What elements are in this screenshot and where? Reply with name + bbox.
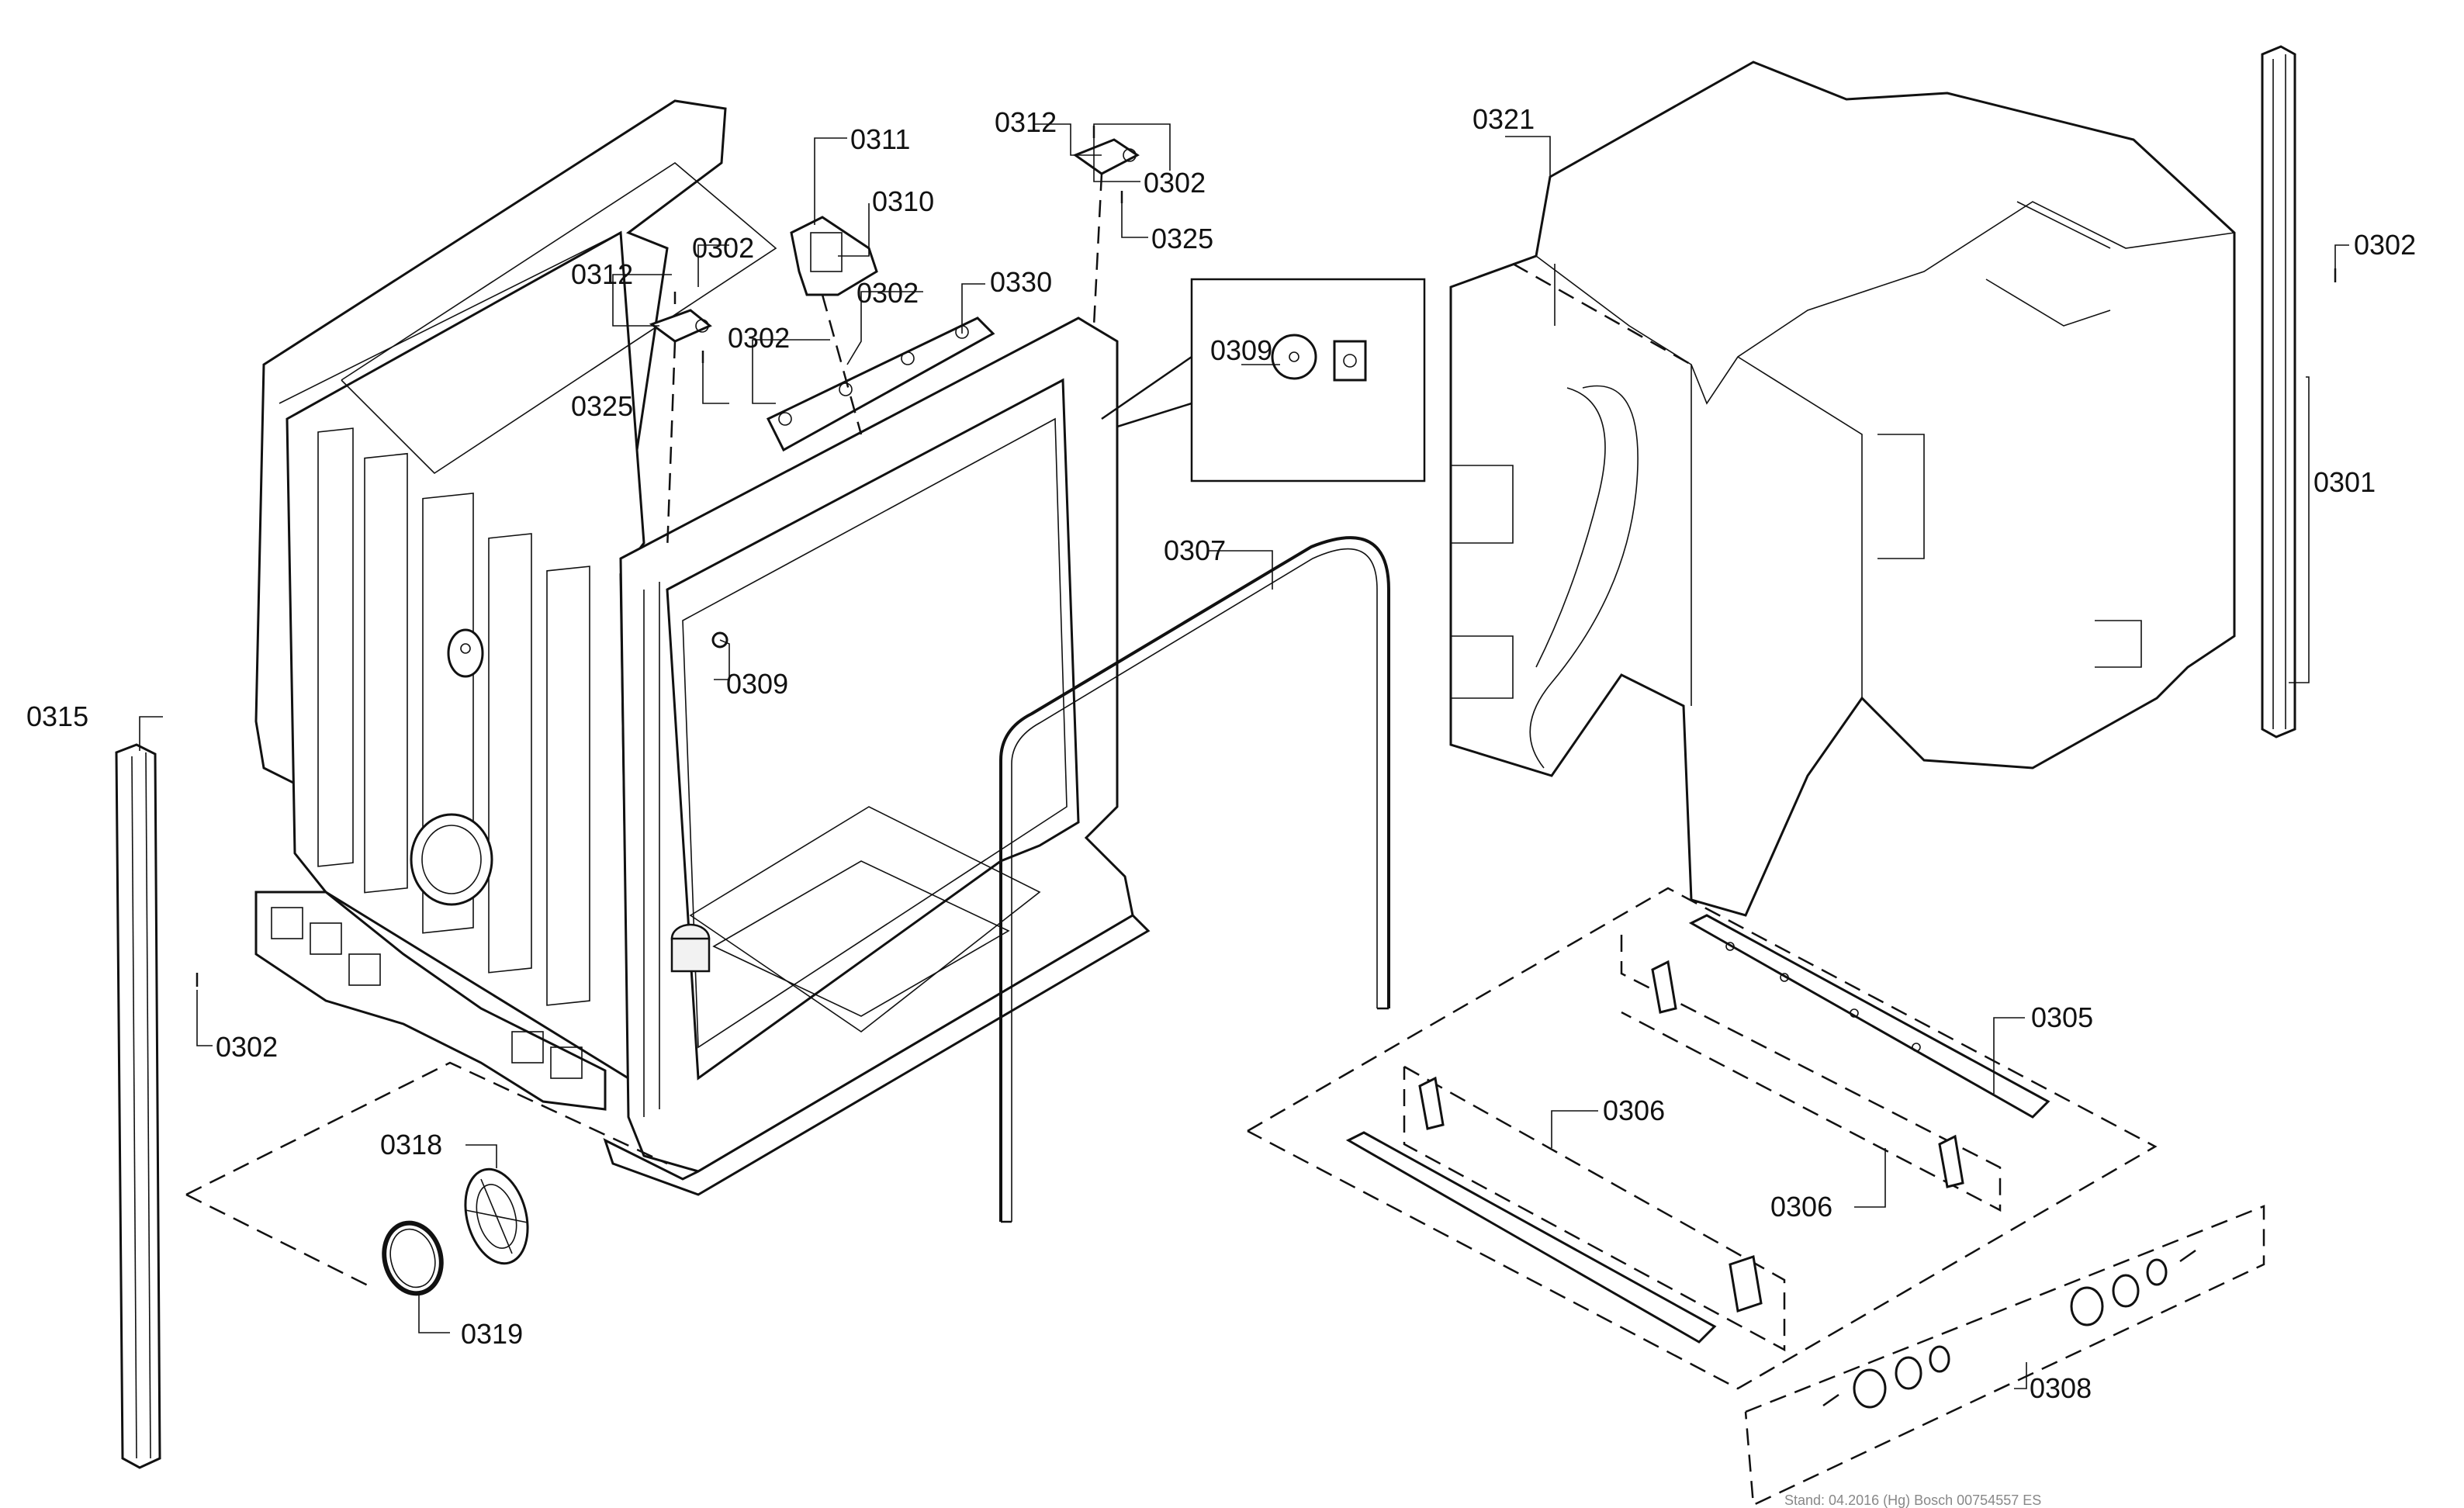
label-0330: 0330 xyxy=(990,266,1052,298)
label-0306-b: 0306 xyxy=(1770,1191,1832,1223)
label-0318: 0318 xyxy=(380,1129,442,1160)
side-trim-left-0315 xyxy=(115,743,161,1469)
detail-box-0309 xyxy=(1101,278,1426,482)
label-0319: 0319 xyxy=(461,1318,523,1350)
label-0302-hinge-r: 0302 xyxy=(1144,167,1206,199)
label-0309-detail: 0309 xyxy=(1210,334,1272,366)
tub-assembly xyxy=(254,99,1151,1196)
label-0302-strip-b: 0302 xyxy=(857,277,919,309)
label-0310: 0310 xyxy=(872,185,934,217)
door-lock-0310 xyxy=(790,186,878,435)
label-0302-strip-a: 0302 xyxy=(728,322,790,354)
seal-ring-0319 xyxy=(382,1220,444,1296)
mounting-kit xyxy=(1247,887,2265,1506)
hinge-bracket-right xyxy=(1072,138,1140,327)
top-mounting-strip xyxy=(766,316,995,452)
footer-note: Stand: 04.2016 (Hg) Bosch 00754557 ES xyxy=(1784,1492,2041,1508)
label-0307: 0307 xyxy=(1164,534,1226,566)
hinge-bracket-left xyxy=(649,309,712,552)
callout-labels: 0311 0310 0302 0312 0325 0302 0302 0330 … xyxy=(26,103,2416,1404)
label-0321: 0321 xyxy=(1473,103,1535,135)
label-0325-l: 0325 xyxy=(571,390,633,422)
leader-lines xyxy=(139,123,2349,1389)
label-0306-a: 0306 xyxy=(1603,1095,1665,1126)
label-0311: 0311 xyxy=(850,123,910,155)
label-0305: 0305 xyxy=(2031,1001,2093,1033)
label-0302-hinge-l: 0302 xyxy=(692,232,754,264)
label-0312-l: 0312 xyxy=(571,258,633,290)
label-0312-r: 0312 xyxy=(995,106,1057,138)
label-0315: 0315 xyxy=(26,700,88,732)
label-0302-right: 0302 xyxy=(2354,229,2416,261)
pump-seal-0318 xyxy=(464,1167,529,1265)
label-0308: 0308 xyxy=(2030,1372,2092,1404)
label-0301: 0301 xyxy=(2313,466,2376,498)
label-0309-tub: 0309 xyxy=(726,668,788,700)
insulation-blanket-0321 xyxy=(1449,61,2236,917)
side-trim-right-0301 xyxy=(2261,45,2296,738)
label-0325-r: 0325 xyxy=(1151,223,1213,254)
door-gasket-0307 xyxy=(999,536,1390,1223)
label-0302-left: 0302 xyxy=(216,1031,278,1063)
